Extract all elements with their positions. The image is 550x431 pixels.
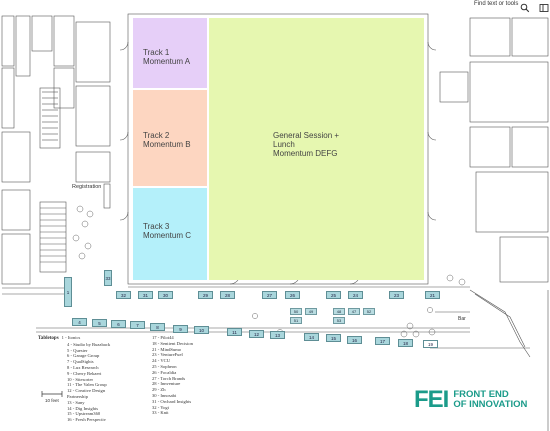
room-track-1[interactable]: Track 1 Momentum A — [133, 18, 207, 88]
fei-logo-mark: FEI — [414, 386, 449, 413]
room-track-1-name: Track 1 — [143, 48, 170, 57]
building-outline — [1, 13, 549, 431]
room-track-2-location: Momentum B — [143, 140, 191, 149]
sidebar-toggle-icon[interactable] — [539, 0, 549, 12]
legend-item: 27 - Torch Brands — [152, 375, 186, 381]
booth-17[interactable]: 17 — [375, 337, 390, 345]
booth-31[interactable]: 31 — [138, 291, 153, 299]
booth-29[interactable]: 29 — [198, 291, 213, 299]
fei-logo-line-1: FRONT END — [453, 389, 509, 400]
room-general-session[interactable]: General Session + Lunch Momentum DEFG — [209, 18, 424, 280]
legend-item: 21 - MindSumo — [152, 346, 182, 352]
legend-item: 33 - Knit — [152, 410, 169, 416]
legend-item: 17 - Pilot44 — [152, 335, 174, 340]
table-49: 49 — [305, 308, 317, 315]
legend-item: 10 - Sitesorter — [67, 376, 94, 382]
booth-5[interactable]: 5 — [92, 319, 107, 327]
booth-1[interactable]: 1 — [64, 277, 72, 307]
legend-item: 4 - Studio by Buzzback — [67, 341, 111, 347]
table-53: 53 — [333, 317, 345, 324]
legend-item: 12 - Creative Design Partnership — [67, 388, 106, 399]
booth-25[interactable]: 25 — [326, 291, 341, 299]
legend-item: 16 - Fresh Perspectiv — [67, 417, 106, 423]
legend-item: 9 - Cherry Bekaert — [67, 370, 102, 376]
booth-12[interactable]: 12 — [249, 330, 264, 338]
legend-item: 8 - Lux Research — [67, 364, 99, 370]
booth-33[interactable]: 33 — [104, 270, 112, 286]
legend-item: 1 - Itonics — [61, 335, 81, 340]
table-50: 50 — [290, 308, 302, 315]
legend-item: 15 - Upstream360 — [67, 411, 101, 417]
general-session-subtitle: Lunch — [273, 140, 295, 149]
legend-item: 7 - QualSights — [67, 359, 94, 365]
booth-8[interactable]: 8 — [150, 323, 165, 331]
booth-21[interactable]: 21 — [425, 291, 440, 299]
registration-label: Registration — [72, 184, 102, 190]
room-track-3[interactable]: Track 3 Momentum C — [133, 188, 207, 280]
legend-title: Tabletops — [38, 336, 59, 341]
booth-16[interactable]: 16 — [347, 336, 362, 344]
booth-26[interactable]: 26 — [285, 291, 300, 299]
booth-15[interactable]: 15 — [326, 334, 341, 342]
legend-item: 31 - Orchard Insights — [152, 398, 192, 404]
booth-10[interactable]: 10 — [194, 326, 209, 334]
booth-7[interactable]: 7 — [130, 321, 145, 329]
room-track-2-name: Track 2 — [143, 131, 170, 140]
legend-item: 18 - Sentient Decision — [152, 340, 193, 346]
booth-13[interactable]: 13 — [270, 331, 285, 339]
room-track-2[interactable]: Track 2 Momentum B — [133, 90, 207, 186]
room-track-3-location: Momentum C — [143, 231, 192, 240]
scale-label: 10 feet — [45, 398, 59, 403]
legend-item: 30 - Innosabi — [152, 392, 177, 398]
table-48: 48 — [333, 308, 345, 315]
table-47: 47 — [348, 308, 360, 315]
booth-32[interactable]: 32 — [116, 291, 131, 299]
floor-plan: Track 1 Momentum A Track 2 Momentum B Tr… — [0, 12, 550, 431]
room-track-3-name: Track 3 — [143, 222, 170, 231]
booth-23[interactable]: 23 — [389, 291, 404, 299]
general-session-name: General Session + — [273, 131, 340, 140]
legend-item: 32 - Yogi — [152, 404, 169, 410]
legend-item: 13 - Sany — [67, 399, 85, 405]
table-51: 51 — [290, 317, 302, 324]
legend-item: 11 - The Valen Group — [67, 382, 107, 388]
booth-24[interactable]: 24 — [348, 291, 363, 299]
legend-column-2: 17 - Pilot44 18 - Sentient Decision 21 -… — [152, 335, 232, 416]
legend-item: 5 - Quester — [67, 347, 88, 353]
search-icon[interactable] — [520, 0, 530, 13]
booth-30[interactable]: 30 — [158, 291, 173, 299]
booth-14[interactable]: 14 — [304, 333, 319, 341]
fei-logo-text: FRONT END OF INNOVATION — [453, 390, 527, 410]
legend-item: 23 - VentureFuel — [152, 352, 183, 358]
legend-item: 25 - Sopheon — [152, 363, 177, 369]
find-text-tools-label[interactable]: Find text or tools — [474, 1, 519, 7]
table-52: 52 — [363, 308, 375, 315]
booth-4[interactable]: 4 — [72, 318, 87, 326]
booth-11[interactable]: 11 — [227, 328, 242, 336]
booth-6[interactable]: 6 — [111, 320, 126, 328]
fei-logo-line-2: OF INNOVATION — [453, 399, 528, 410]
booth-19[interactable]: 19 — [423, 340, 438, 348]
bar-label: Bar — [458, 316, 466, 322]
booth-18[interactable]: 18 — [398, 339, 413, 347]
legend-item: 29 - Zh — [152, 387, 166, 393]
legend-item: 26 - Focaldia — [152, 369, 177, 375]
pdf-toolbar: Find text or tools — [0, 0, 550, 13]
legend-item: 14 - Dig Insights — [67, 405, 99, 411]
general-session-location: Momentum DEFG — [273, 149, 338, 158]
legend-item: 6 - Garage Group — [67, 353, 100, 359]
booth-27[interactable]: 27 — [262, 291, 277, 299]
room-track-1-location: Momentum A — [143, 57, 191, 66]
legend-item: 28 - Innventure — [152, 381, 181, 387]
fei-logo: FEI FRONT END OF INNOVATION — [414, 385, 527, 415]
booth-28[interactable]: 28 — [220, 291, 235, 299]
booth-9[interactable]: 9 — [173, 325, 188, 333]
legend-item: 24 - VCU — [152, 358, 171, 364]
